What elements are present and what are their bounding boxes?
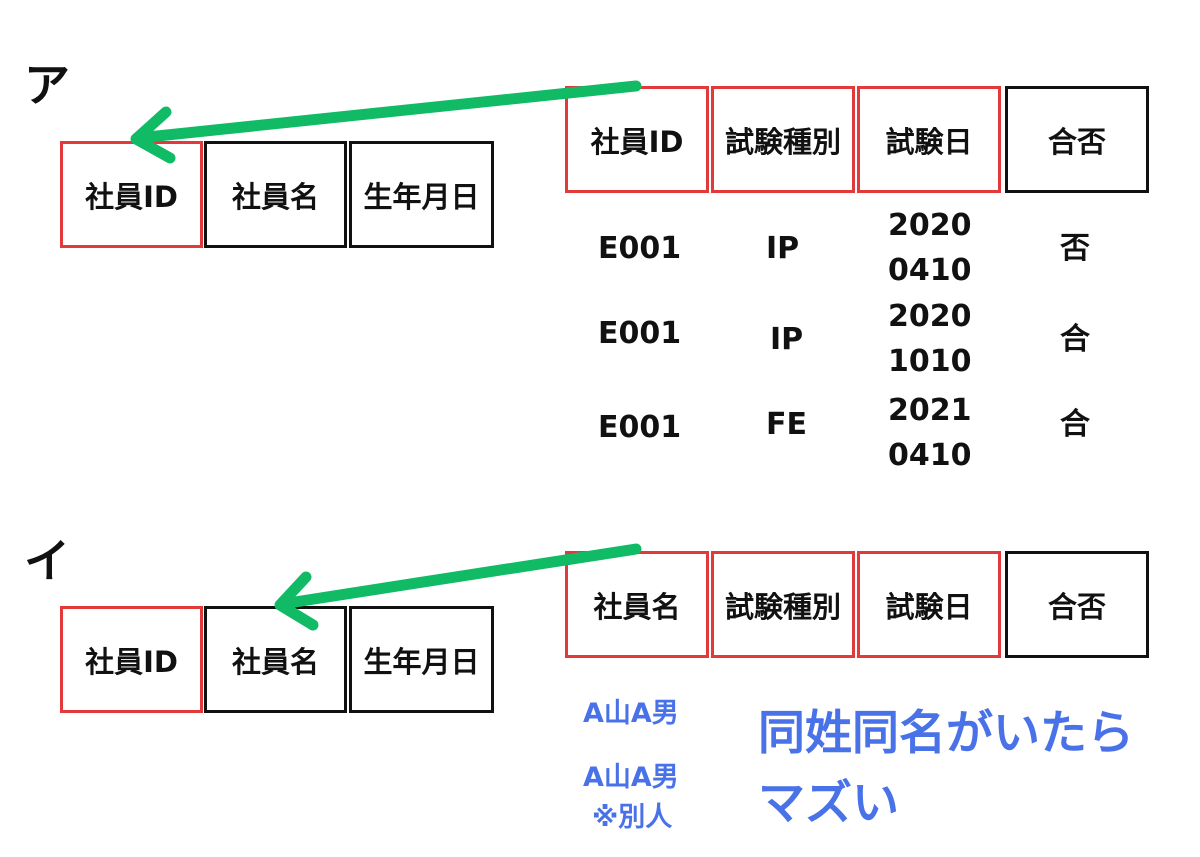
a-row1-result: 否: [1060, 231, 1090, 266]
i-right-header-employee-name: 社員名: [565, 551, 709, 658]
a-row2-date-bottom: 1010: [888, 344, 972, 379]
warning-line-2: マズい: [758, 776, 899, 831]
a-row3-date-top: 2021: [888, 393, 972, 428]
a-row2-id: E001: [598, 316, 682, 351]
a-row3-date-bottom: 0410: [888, 438, 972, 473]
i-right-header-exam-date: 試験日: [857, 551, 1001, 658]
warning-line-1: 同姓同名がいたら: [758, 706, 1134, 761]
i-right-header-exam-type: 試験種別: [711, 551, 855, 658]
a-right-header-pass-fail: 合否: [1005, 86, 1149, 193]
section-label-a: ア: [24, 58, 70, 112]
section-label-i: イ: [24, 534, 70, 588]
example-name-1: A山A男: [583, 698, 679, 729]
a-left-header-birthdate: 生年月日: [349, 141, 494, 248]
a-left-header-employee-name: 社員名: [204, 141, 347, 248]
a-row3-type: FE: [766, 407, 807, 442]
a-row3-result: 合: [1060, 407, 1090, 442]
example-name-2: A山A男: [583, 762, 679, 793]
a-row3-id: E001: [598, 410, 682, 445]
a-row2-result: 合: [1060, 322, 1090, 357]
arrow-i: [274, 543, 642, 631]
i-left-header-birthdate: 生年月日: [349, 606, 494, 713]
a-right-header-exam-type: 試験種別: [711, 86, 855, 193]
i-left-header-employee-name: 社員名: [204, 606, 347, 713]
a-left-header-employee-id: 社員ID: [60, 141, 203, 248]
a-row1-date-bottom: 0410: [888, 253, 972, 288]
a-row1-date-top: 2020: [888, 208, 972, 243]
a-right-header-exam-date: 試験日: [857, 86, 1001, 193]
a-row2-date-top: 2020: [888, 299, 972, 334]
i-right-header-pass-fail: 合否: [1005, 551, 1149, 658]
arrow-a: [130, 80, 642, 164]
a-row1-id: E001: [598, 231, 682, 266]
a-row1-type: IP: [766, 231, 800, 266]
a-right-header-employee-id: 社員ID: [565, 86, 709, 193]
i-left-header-employee-id: 社員ID: [60, 606, 203, 713]
example-note: ※別人: [592, 802, 673, 833]
a-row2-type: IP: [770, 322, 804, 357]
